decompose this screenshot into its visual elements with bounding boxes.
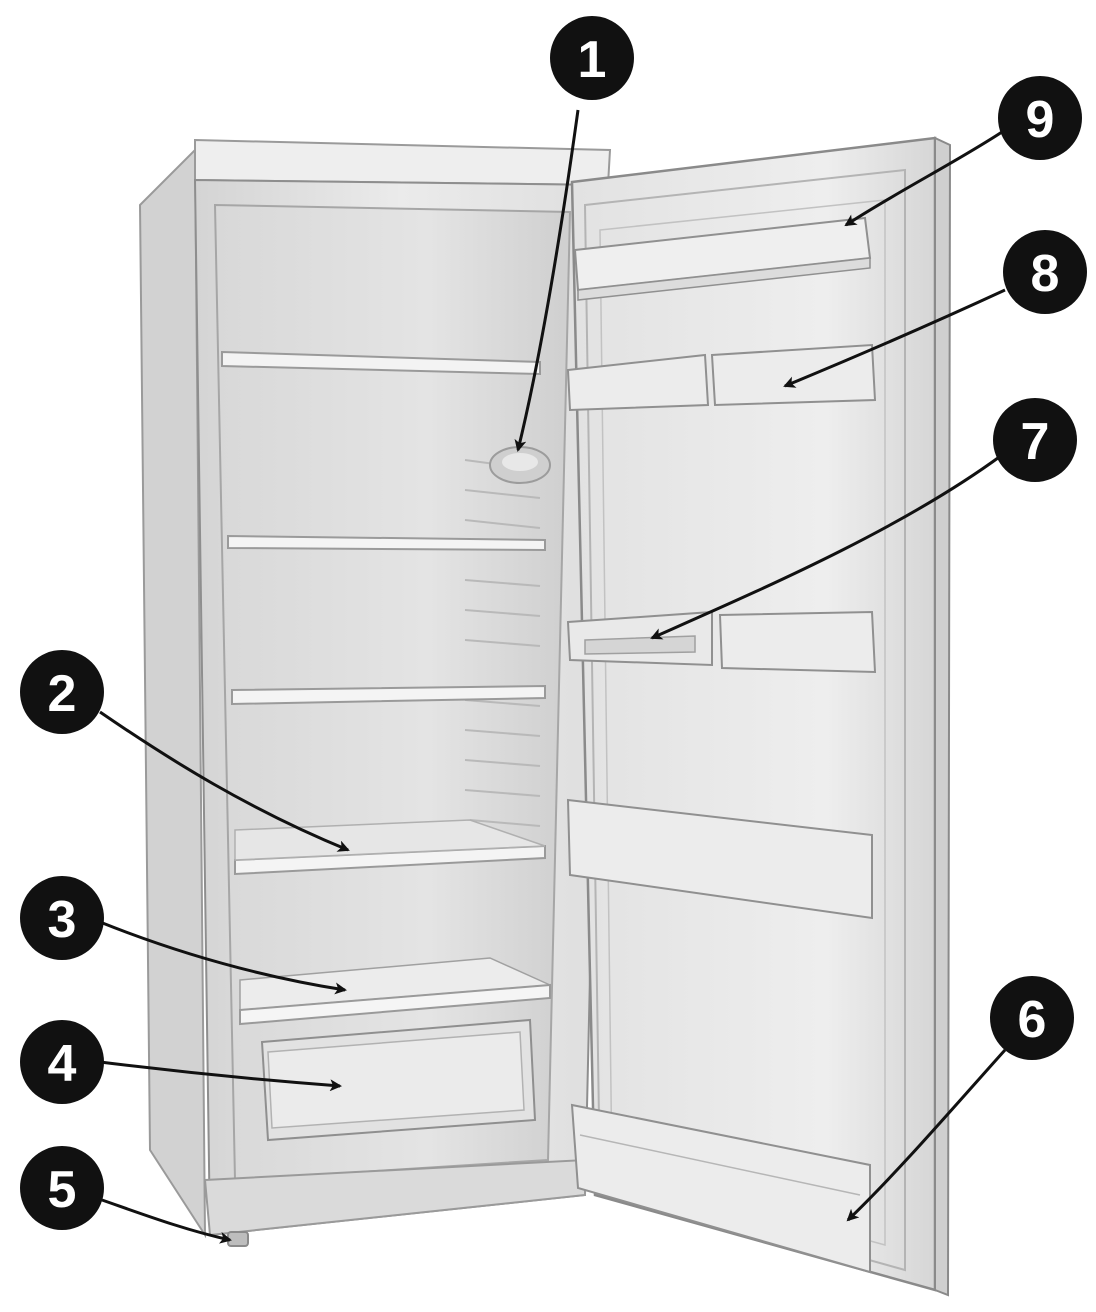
leader-arrow-1 <box>514 109 580 452</box>
callout-badge-5: 5 <box>20 1146 104 1230</box>
bottle-rack <box>570 1103 871 1274</box>
leader-arrow-3 <box>99 920 347 995</box>
glass-shelf <box>234 819 546 876</box>
callout-number-3: 3 <box>48 891 77 949</box>
egg-tray <box>566 610 877 674</box>
glass-shelf-top <box>221 350 541 376</box>
leader-arrow-5 <box>101 1198 232 1244</box>
fridge-door <box>570 136 952 1297</box>
callout-number-6: 6 <box>1018 991 1047 1049</box>
callout-badge-2: 2 <box>20 650 104 734</box>
adjustable-foot <box>227 1231 249 1247</box>
callout-badge-3: 3 <box>20 876 104 960</box>
leader-arrows <box>99 109 1007 1244</box>
door-shelf <box>566 343 877 412</box>
glass-shelf-middle <box>231 684 546 706</box>
top-door-shelf <box>573 216 872 301</box>
leader-arrow-9 <box>844 128 1006 227</box>
crisper-drawer <box>260 1018 537 1142</box>
glass-shelf-upper-middle <box>227 534 546 552</box>
callout-number-5: 5 <box>48 1161 77 1219</box>
callout-number-7: 7 <box>1021 413 1050 471</box>
interior-light <box>489 446 551 484</box>
leader-arrow-4 <box>99 1060 342 1092</box>
leader-arrow-7 <box>650 453 1003 640</box>
callout-badge-9: 9 <box>998 76 1082 160</box>
leader-arrow-8 <box>783 288 1006 388</box>
callout-number-4: 4 <box>48 1035 77 1093</box>
leader-arrow-6 <box>846 1048 1007 1222</box>
callout-number-9: 9 <box>1026 91 1055 149</box>
crisper-cover-shelf <box>239 957 551 1026</box>
callout-number-2: 2 <box>48 665 77 723</box>
door-bin-middle <box>566 798 873 920</box>
callout-badge-7: 7 <box>993 398 1077 482</box>
callout-badge-1: 1 <box>550 16 634 100</box>
callout-number-1: 1 <box>578 31 607 89</box>
callout-badge-6: 6 <box>990 976 1074 1060</box>
callout-number-8: 8 <box>1031 245 1060 303</box>
callout-badge-8: 8 <box>1003 230 1087 314</box>
callout-badge-4: 4 <box>20 1020 104 1104</box>
leader-arrow-2 <box>99 710 350 852</box>
